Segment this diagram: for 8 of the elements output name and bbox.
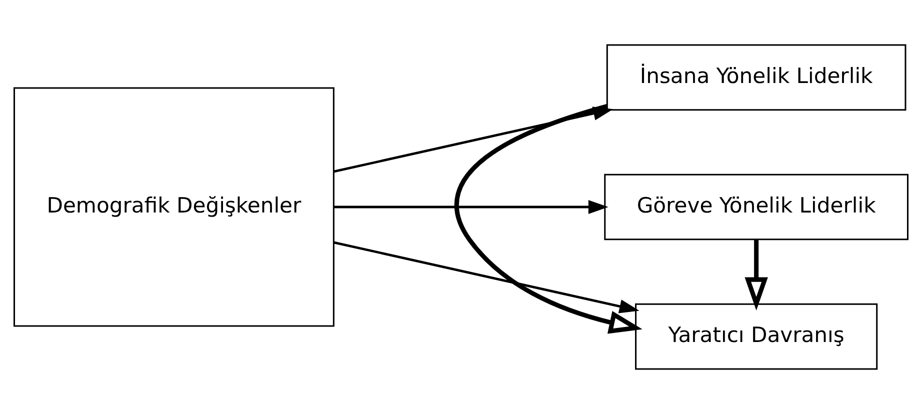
node-box: Yaratıcı Davranış [635,303,878,370]
arrow [334,241,640,314]
node-box: İnsana Yönelik Liderlik [606,44,906,111]
arrow [744,239,768,311]
arrow [454,104,642,334]
arrow [334,200,608,214]
node-box: Demografik Değişkenler [14,87,334,327]
node-box: Göreve Yönelik Liderlik [604,174,908,240]
